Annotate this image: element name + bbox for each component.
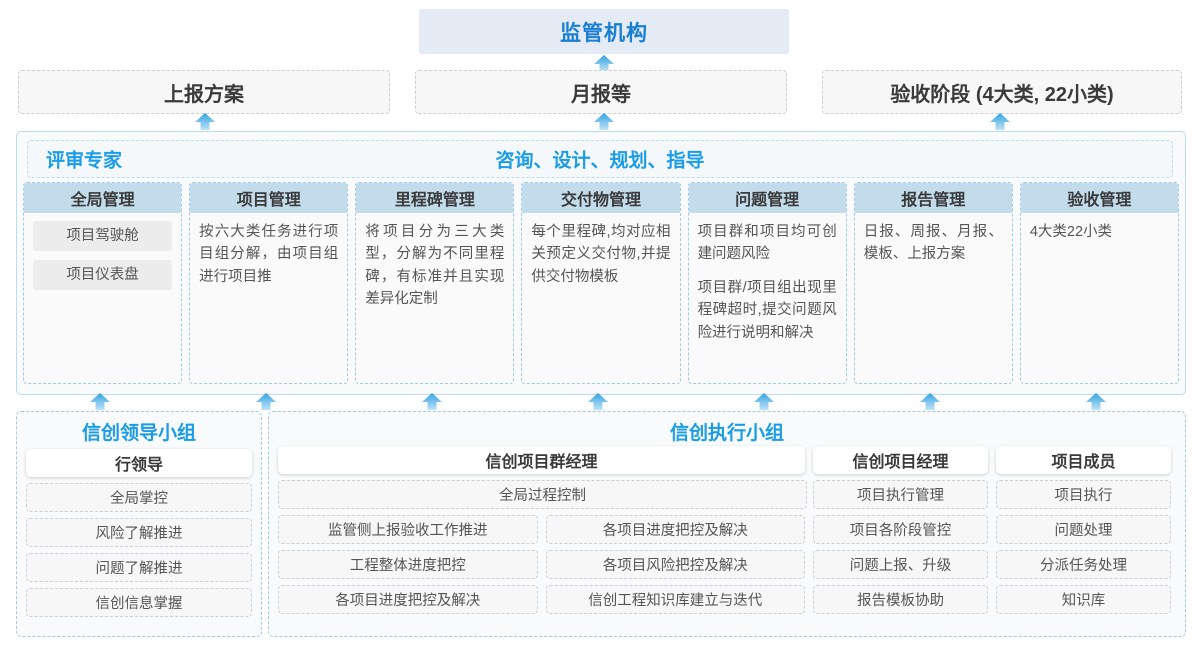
- chip-project-dashboard[interactable]: 项目仪表盘: [33, 260, 173, 290]
- card-title: 全局管理: [24, 183, 182, 213]
- task-item[interactable]: 项目执行: [996, 480, 1171, 509]
- task-item[interactable]: 信创工程知识库建立与迭代: [545, 585, 805, 614]
- task-item[interactable]: 风险了解推进: [26, 518, 252, 547]
- card-title: 项目管理: [190, 183, 348, 213]
- role-bank-leader[interactable]: 行领导: [26, 449, 252, 477]
- card-title: 里程碑管理: [356, 183, 514, 213]
- task-item[interactable]: 问题处理: [996, 515, 1171, 544]
- card-title: 问题管理: [688, 183, 846, 213]
- arrow-up-icon-card-6: [919, 393, 941, 410]
- task-item[interactable]: 知识库: [996, 585, 1171, 614]
- card-project-management[interactable]: 项目管理 按六大类任务进行项目组分解，由项目组进行项目推: [189, 182, 349, 384]
- report-box-plan: 上报方案: [18, 70, 390, 114]
- card-paragraph: 按六大类任务进行项目组分解，由项目组进行项目推: [199, 224, 339, 285]
- leadership-group-body: 行领导 全局掌控 风险了解推进 问题了解推进 信创信息掌握: [17, 449, 261, 617]
- card-body: 按六大类任务进行项目组分解，由项目组进行项目推: [190, 213, 347, 383]
- management-card-list: 全局管理 项目驾驶舱 项目仪表盘 项目管理 按六大类任务进行项目组分解，由项目组…: [23, 182, 1179, 384]
- column-program-manager: 信创项目群经理 全局过程控制 监管侧上报验收工作推进 工程整体进度把控 各项目进…: [278, 446, 807, 614]
- chip-project-cockpit[interactable]: 项目驾驶舱: [33, 221, 173, 251]
- arrow-up-icon-card-5: [753, 393, 775, 410]
- task-item[interactable]: 各项目进度把控及解决: [545, 515, 805, 544]
- card-paragraph: 4大类22小类: [1029, 224, 1113, 240]
- role-project-member[interactable]: 项目成员: [996, 446, 1171, 474]
- arrow-up-icon-card-2: [255, 393, 277, 410]
- execution-group-panel: 信创执行小组 信创项目群经理 全局过程控制 监管侧上报验收工作推进 工程整体进度…: [268, 411, 1186, 637]
- task-item[interactable]: 分派任务处理: [996, 550, 1171, 579]
- task-item[interactable]: 问题上报、升级: [813, 550, 988, 579]
- arrow-up-icon-card-3: [421, 393, 443, 410]
- leadership-group-panel: 信创领导小组 行领导 全局掌控 风险了解推进 问题了解推进 信创信息掌握: [16, 411, 262, 637]
- card-paragraph: 每个里程碑,均对应相关预定义交付物,并提供交付物模板: [531, 224, 671, 285]
- card-body: 项目群和项目均可创建问题风险 项目群/项目组出现里程碑超时,提交问题风险进行说明…: [689, 213, 846, 383]
- card-issue-management[interactable]: 问题管理 项目群和项目均可创建问题风险 项目群/项目组出现里程碑超时,提交问题风…: [687, 182, 847, 384]
- arrow-up-icon-card-1: [89, 393, 111, 410]
- leadership-group-title: 信创领导小组: [81, 423, 196, 444]
- task-item[interactable]: 工程整体进度把控: [278, 550, 538, 579]
- role-program-manager[interactable]: 信创项目群经理: [278, 446, 805, 474]
- card-body: 4大类22小类: [1021, 213, 1178, 383]
- arrow-up-icon-card-7: [1085, 393, 1107, 410]
- report-box-monthly: 月报等: [415, 70, 787, 114]
- column-project-manager: 信创项目经理 项目执行管理 项目各阶段管控 问题上报、升级 报告模板协助: [813, 446, 988, 614]
- task-item[interactable]: 各项目风险把控及解决: [545, 550, 805, 579]
- execution-group-title: 信创执行小组: [669, 423, 784, 444]
- banner-consulting-services: 咨询、设计、规划、指导: [495, 150, 705, 172]
- execution-role-columns: 信创项目群经理 全局过程控制 监管侧上报验收工作推进 工程整体进度把控 各项目进…: [278, 446, 1176, 614]
- report-box-acceptance: 验收阶段 (4大类, 22小类): [822, 70, 1182, 114]
- task-item[interactable]: 问题了解推进: [26, 553, 252, 582]
- role-project-manager[interactable]: 信创项目经理: [813, 446, 988, 474]
- banner-review-experts: 评审专家: [46, 150, 123, 172]
- card-paragraph: 项目群和项目均可创建问题风险: [697, 224, 837, 263]
- card-report-management[interactable]: 报告管理 日报、周报、月报、模板、上报方案: [853, 182, 1013, 384]
- card-deliverable-management[interactable]: 交付物管理 每个里程碑,均对应相关预定义交付物,并提供交付物模板: [521, 182, 681, 384]
- card-paragraph: 日报、周报、月报、模板、上报方案: [863, 224, 1003, 263]
- arrow-up-icon-to-monthly: [593, 113, 615, 130]
- card-title: 报告管理: [854, 183, 1012, 213]
- arrow-up-icon-to-plan: [194, 113, 216, 130]
- card-milestone-management[interactable]: 里程碑管理 将项目分为三大类型，分解为不同里程碑，有标准并且实现差异化定制: [355, 182, 515, 384]
- consulting-panel: 评审专家 咨询、设计、规划、指导 全局管理 项目驾驶舱 项目仪表盘 项目管理 按…: [16, 131, 1186, 395]
- card-global-management[interactable]: 全局管理 项目驾驶舱 项目仪表盘: [23, 182, 183, 384]
- column-project-member: 项目成员 项目执行 问题处理 分派任务处理 知识库: [996, 446, 1171, 614]
- card-body: 日报、周报、月报、模板、上报方案: [855, 213, 1012, 383]
- arrow-up-icon-card-4: [587, 393, 609, 410]
- regulator-box: 监管机构: [419, 9, 789, 54]
- task-item[interactable]: 全局掌控: [26, 483, 252, 512]
- card-body: 将项目分为三大类型，分解为不同里程碑，有标准并且实现差异化定制: [356, 213, 513, 383]
- card-title: 交付物管理: [522, 183, 680, 213]
- task-item[interactable]: 报告模板协助: [813, 585, 988, 614]
- task-item[interactable]: 各项目进度把控及解决: [278, 585, 538, 614]
- card-body: 项目驾驶舱 项目仪表盘: [24, 213, 181, 383]
- card-paragraph: 项目群/项目组出现里程碑超时,提交问题风险进行说明和解决: [697, 279, 837, 341]
- card-title: 验收管理: [1020, 183, 1178, 213]
- card-paragraph: 将项目分为三大类型，分解为不同里程碑，有标准并且实现差异化定制: [365, 224, 505, 308]
- arrow-up-icon-to-regulator: [593, 55, 615, 71]
- task-item[interactable]: 信创信息掌握: [26, 588, 252, 617]
- task-item[interactable]: 项目执行管理: [813, 480, 988, 509]
- task-item[interactable]: 项目各阶段管控: [813, 515, 988, 544]
- card-body: 每个里程碑,均对应相关预定义交付物,并提供交付物模板: [522, 213, 679, 383]
- consulting-banner: 评审专家 咨询、设计、规划、指导: [27, 140, 1173, 178]
- arrow-up-icon-to-acceptance: [989, 113, 1011, 130]
- task-item[interactable]: 全局过程控制: [278, 480, 807, 509]
- card-acceptance-management[interactable]: 验收管理 4大类22小类: [1019, 182, 1179, 384]
- task-item[interactable]: 监管侧上报验收工作推进: [278, 515, 538, 544]
